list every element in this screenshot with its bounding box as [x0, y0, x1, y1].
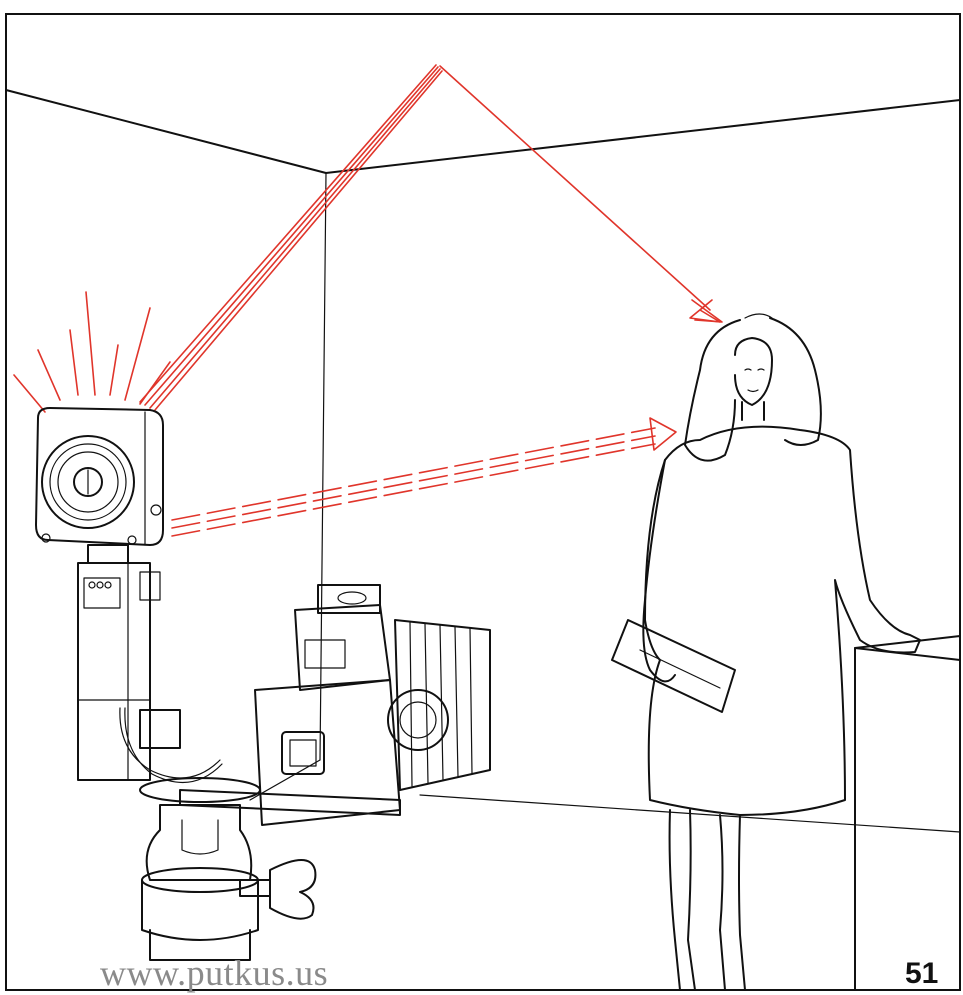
- standing-woman: [612, 314, 920, 990]
- medium-format-camera: [180, 585, 490, 825]
- page-number: 51: [905, 957, 938, 991]
- pedestal: [855, 636, 960, 990]
- studio-flash-unit: [36, 408, 222, 782]
- ball-head-tripod: [140, 778, 315, 960]
- page-frame: [6, 14, 960, 990]
- watermark: www.putkus.us: [100, 952, 328, 994]
- light-rays: [14, 65, 722, 536]
